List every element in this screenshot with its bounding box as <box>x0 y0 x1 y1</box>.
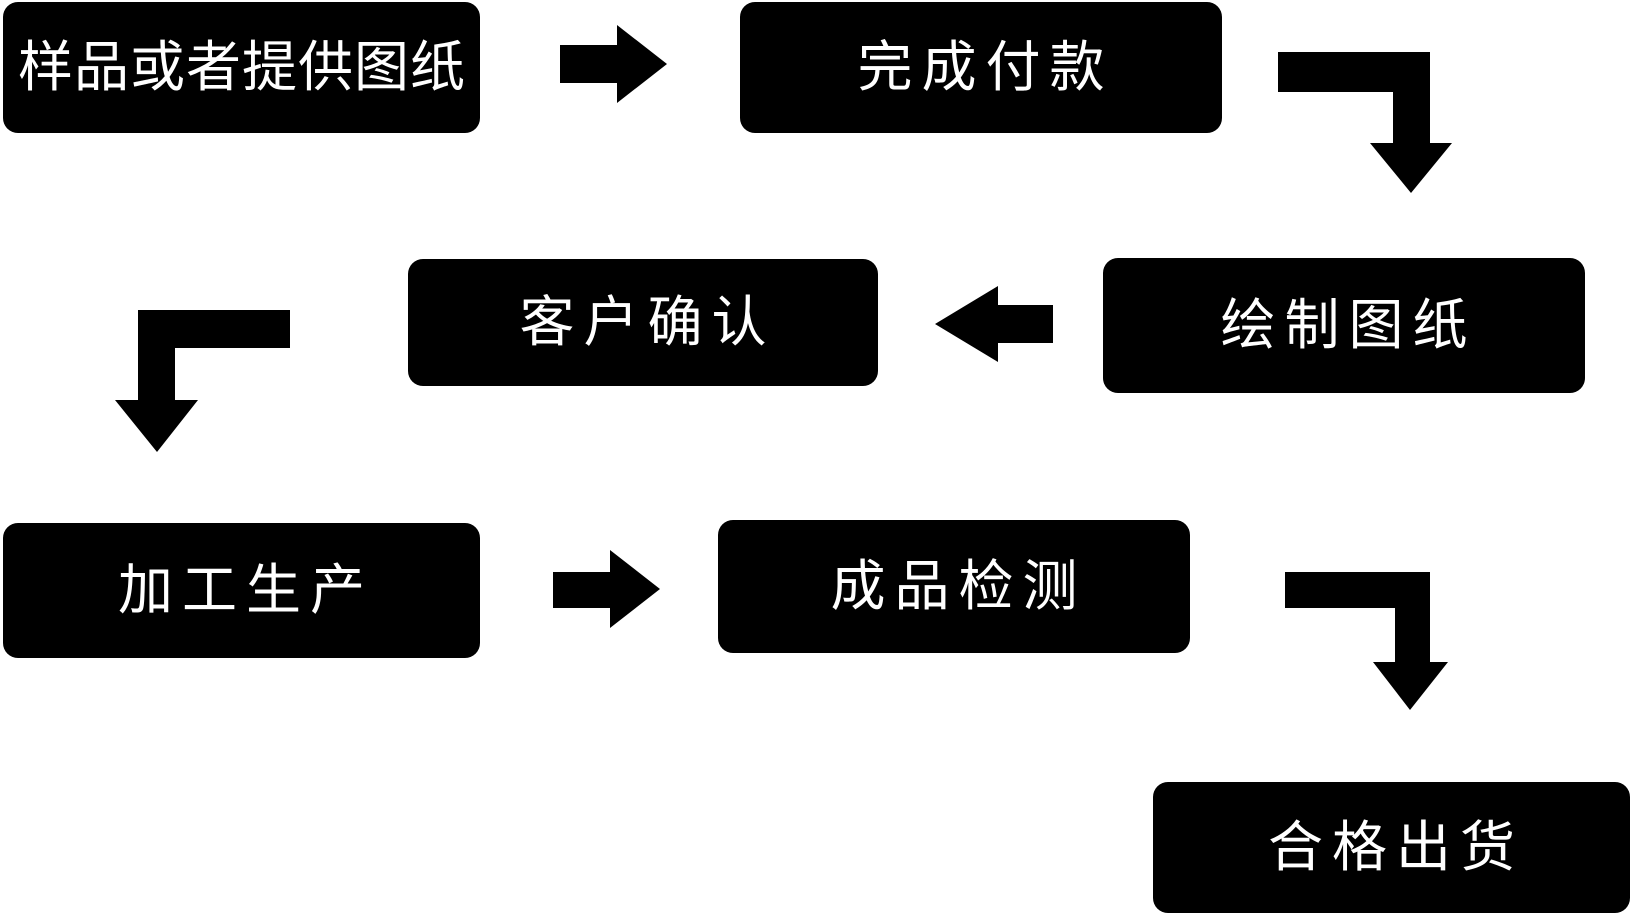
node-label: 加工生产 <box>117 558 374 622</box>
node-label: 合格出货 <box>1267 815 1524 879</box>
arrow-shape <box>1285 572 1448 710</box>
flow-arrow-right-2-icon <box>553 550 660 628</box>
node-label: 成品检测 <box>830 554 1087 618</box>
node-complete-payment: 完成付款 <box>740 2 1222 133</box>
arrow-shape <box>1278 52 1452 193</box>
arrow-shape <box>553 550 660 628</box>
node-draft-drawing: 绘制图纸 <box>1103 258 1585 393</box>
node-finished-product-inspection: 成品检测 <box>718 520 1190 653</box>
arrow-shape <box>935 286 1053 362</box>
node-label: 绘制图纸 <box>1220 293 1477 357</box>
node-processing-production: 加工生产 <box>3 523 480 658</box>
node-customer-confirmation: 客户确认 <box>408 259 878 386</box>
flow-arrow-left-1-icon <box>935 286 1053 362</box>
node-qualified-shipment: 合格出货 <box>1153 782 1630 913</box>
arrow-shape <box>560 25 667 103</box>
flow-arrow-right-1-icon <box>560 25 667 103</box>
arrow-shape <box>115 310 290 452</box>
node-label: 样品或者提供图纸 <box>17 35 466 99</box>
flow-arrow-elbow-down-3-icon <box>1285 572 1448 710</box>
node-sample-or-drawing: 样品或者提供图纸 <box>3 2 480 133</box>
flow-arrow-elbow-down-1-icon <box>1278 52 1452 193</box>
node-label: 完成付款 <box>857 35 1114 99</box>
node-label: 客户确认 <box>519 290 776 354</box>
flow-arrow-elbow-down-2-icon <box>115 310 290 452</box>
